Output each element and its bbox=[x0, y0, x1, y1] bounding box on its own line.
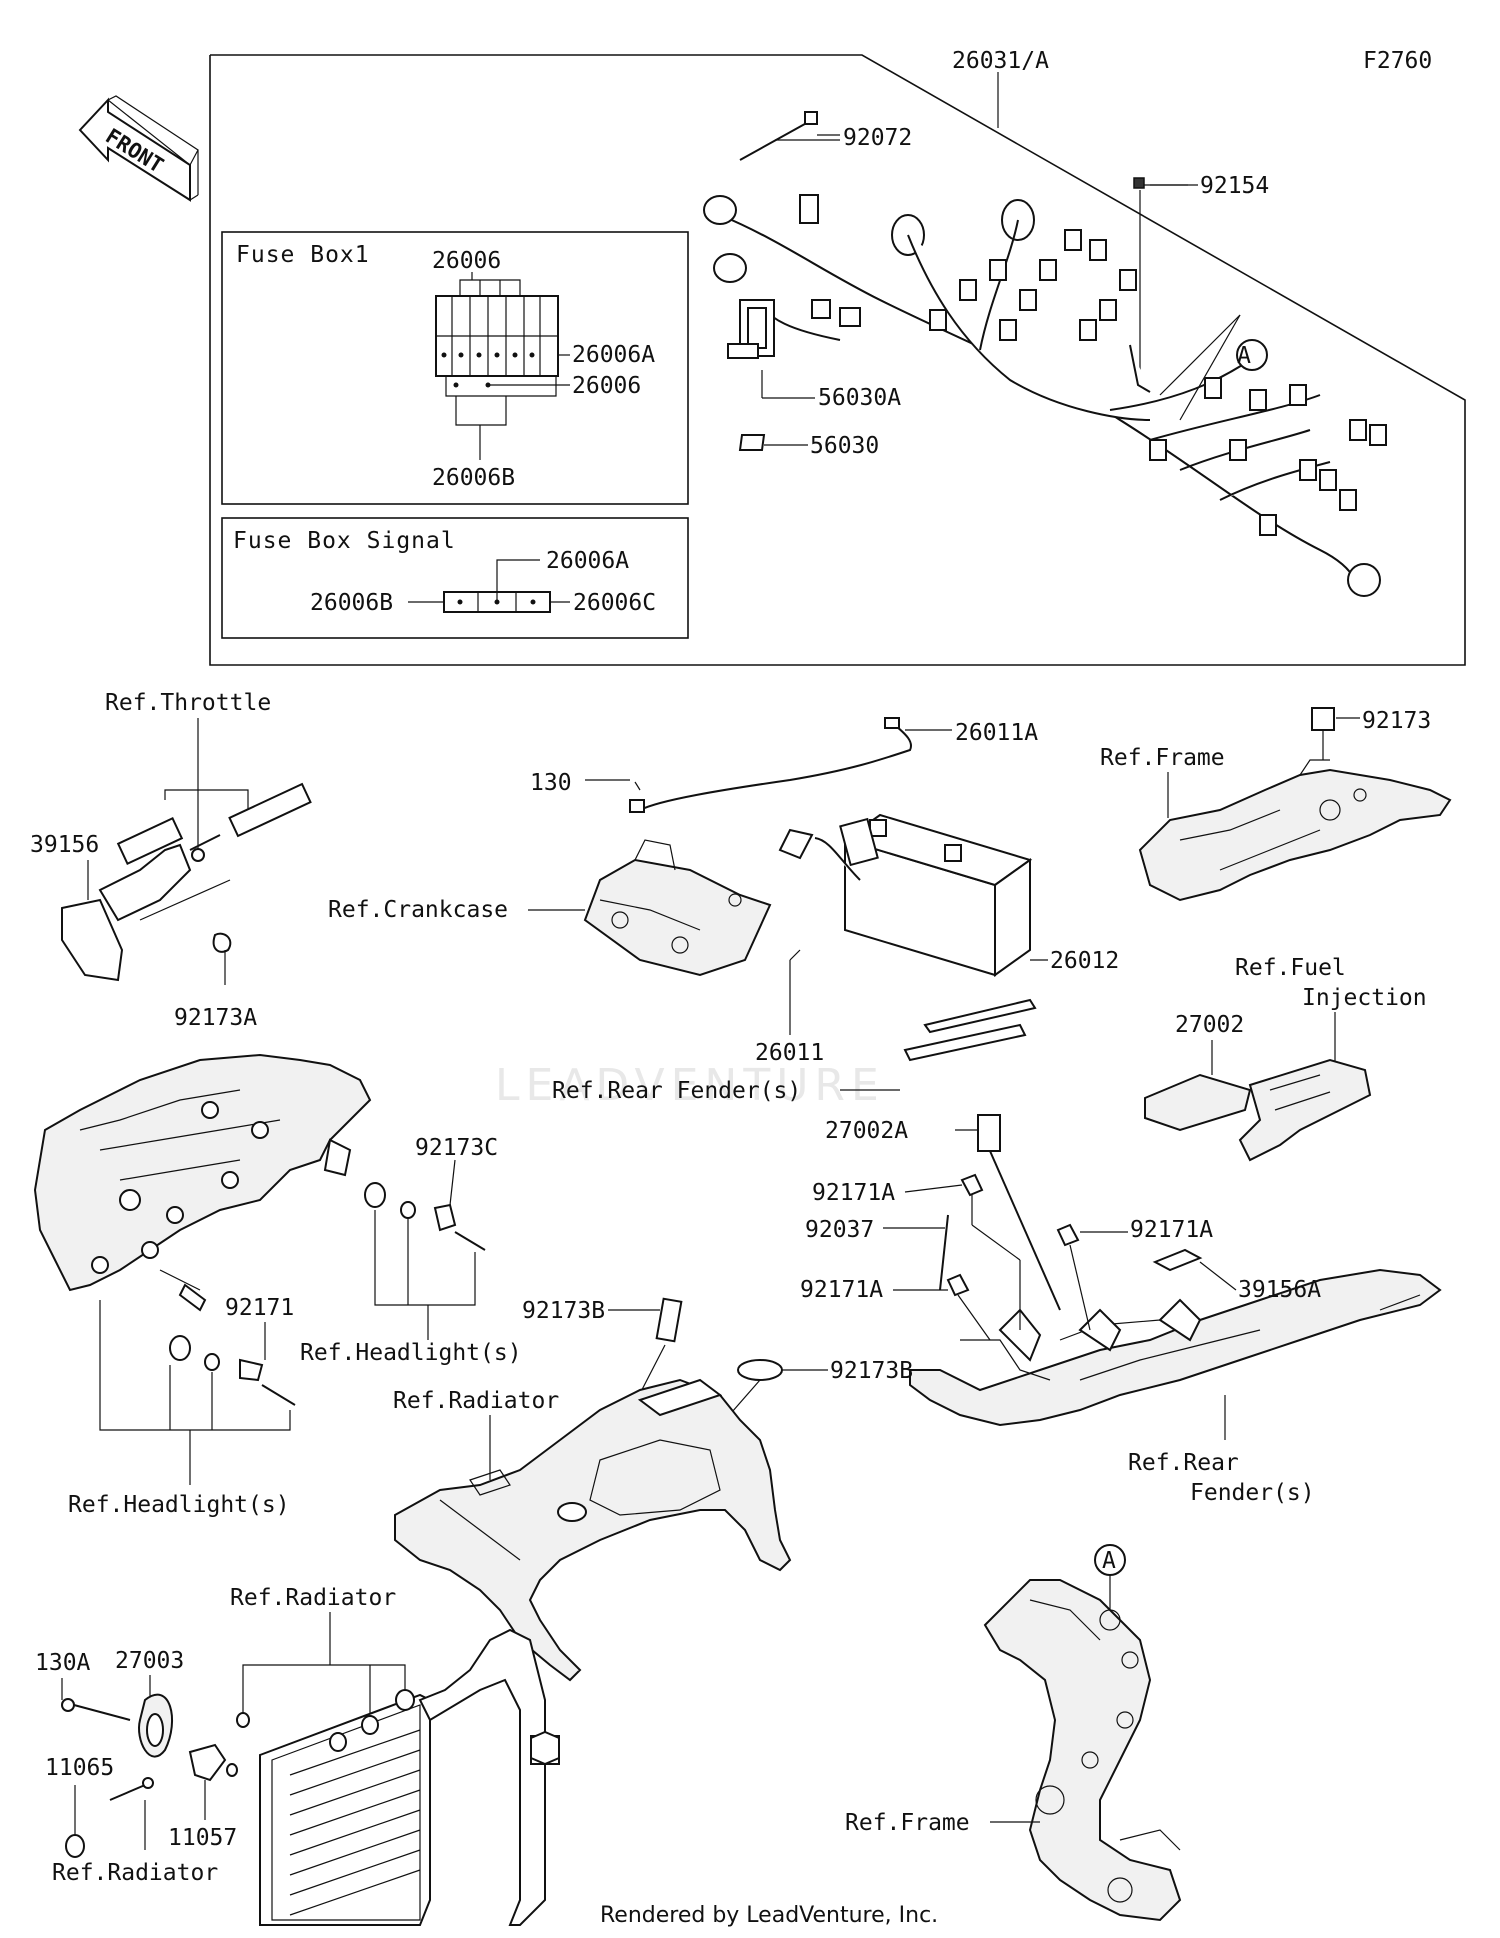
label-92072: 92072 bbox=[843, 125, 912, 151]
label-11065: 11065 bbox=[45, 1755, 114, 1781]
horn-ref-radiator-lower: Ref.Radiator bbox=[52, 1860, 218, 1886]
fuse-box-signal-icon bbox=[408, 559, 570, 613]
label-39156A: 39156A bbox=[1238, 1277, 1321, 1303]
label-92171: 92171 bbox=[225, 1295, 294, 1321]
label-11057: 11057 bbox=[168, 1825, 237, 1851]
label-26011A: 26011A bbox=[955, 720, 1038, 746]
fuse-box1-title: Fuse Box1 bbox=[236, 242, 370, 268]
frame-ref-upper: Ref.Frame bbox=[1100, 745, 1225, 771]
fuel-injection-ref-line1: Ref.Fuel bbox=[1235, 955, 1346, 981]
throttle-assembly bbox=[61, 782, 312, 982]
label-27002: 27002 bbox=[1175, 1012, 1244, 1038]
crankcase-ref: Ref.Crankcase bbox=[328, 897, 508, 923]
rear-fender-assembly bbox=[909, 1114, 1442, 1427]
frame-callout-a: A bbox=[1102, 1548, 1116, 1574]
label-26031-A: 26031/A bbox=[952, 48, 1049, 74]
main-wiring-harness bbox=[703, 111, 1387, 597]
label-92173: 92173 bbox=[1362, 708, 1431, 734]
throttle-ref: Ref.Throttle bbox=[105, 690, 271, 716]
harness-callout-a: A bbox=[1237, 343, 1251, 369]
headlight-mount-hardware-lower bbox=[99, 1300, 296, 1485]
fuse-box1-label-26006A: 26006A bbox=[572, 342, 655, 368]
label-130A: 130A bbox=[35, 1650, 91, 1676]
fuse-box-signal-label-26006C: 26006C bbox=[573, 590, 656, 616]
fuse-box-signal-panel bbox=[221, 517, 689, 639]
label-39156: 39156 bbox=[30, 832, 99, 858]
footer-credit: Rendered by LeadVenture, Inc. bbox=[600, 1903, 938, 1928]
label-92037: 92037 bbox=[805, 1217, 874, 1243]
fuse-box1-label-26006-mid: 26006 bbox=[572, 373, 641, 399]
fuel-injection-ref-line2: Injection bbox=[1302, 985, 1427, 1011]
fuse-box1-panel bbox=[221, 231, 689, 505]
rear-fender-ref-upper: Ref.Rear Fender(s) bbox=[552, 1078, 801, 1104]
horn-assembly bbox=[61, 1693, 238, 1858]
harness-group-border bbox=[209, 54, 1466, 666]
label-56030: 56030 bbox=[810, 433, 879, 459]
fuse-box1-icon bbox=[435, 272, 570, 460]
clamp-92173B-icon bbox=[737, 1359, 783, 1381]
label-27002A: 27002A bbox=[825, 1118, 908, 1144]
label-92173B-2: 92173B bbox=[830, 1358, 913, 1384]
crankcase-assembly bbox=[583, 839, 772, 977]
radiator-cover-assembly bbox=[394, 1378, 792, 1682]
headlight-mount-hardware-upper bbox=[364, 1182, 486, 1340]
label-56030A: 56030A bbox=[818, 385, 901, 411]
watermark-text: LEADVENTURE bbox=[495, 1060, 885, 1111]
label-26011: 26011 bbox=[755, 1040, 824, 1066]
label-92173A: 92173A bbox=[174, 1005, 257, 1031]
rear-fender-ref-line1: Ref.Rear bbox=[1128, 1450, 1239, 1476]
radiator-cover-ref: Ref.Radiator bbox=[393, 1388, 559, 1414]
label-92173B-1: 92173B bbox=[522, 1298, 605, 1324]
rear-fender-ref-line2: Fender(s) bbox=[1190, 1480, 1315, 1506]
fuse-box-signal-label-26006A: 26006A bbox=[546, 548, 629, 574]
label-92154: 92154 bbox=[1200, 173, 1269, 199]
label-26012: 26012 bbox=[1050, 948, 1119, 974]
radiator-assembly bbox=[236, 1628, 560, 1926]
label-92171A-3: 92171A bbox=[800, 1277, 883, 1303]
fuse-box-signal-title: Fuse Box Signal bbox=[233, 528, 456, 554]
headlight-ref-lower: Ref.Headlight(s) bbox=[68, 1492, 290, 1518]
figure-code: F2760 bbox=[1363, 48, 1432, 74]
front-arrow-icon: FRONT bbox=[78, 95, 199, 202]
horn-ref-radiator-upper: Ref.Radiator bbox=[230, 1585, 396, 1611]
label-92171A-2: 92171A bbox=[1130, 1217, 1213, 1243]
frame-ref-lower: Ref.Frame bbox=[845, 1810, 970, 1836]
frame-upper-assembly bbox=[1138, 707, 1452, 902]
fuse-box1-label-26006-top: 26006 bbox=[432, 248, 501, 274]
label-130: 130 bbox=[530, 770, 572, 796]
label-92173C: 92173C bbox=[415, 1135, 498, 1161]
fuse-box-signal-label-26006B: 26006B bbox=[310, 590, 393, 616]
battery-cable-assembly bbox=[629, 717, 1037, 1062]
fuel-injection-ecu-assembly bbox=[1144, 1058, 1372, 1162]
label-92171A-1: 92171A bbox=[812, 1180, 895, 1206]
frame-lower-assembly bbox=[983, 1579, 1182, 1922]
fuse-box1-label-26006B: 26006B bbox=[432, 465, 515, 491]
label-27003: 27003 bbox=[115, 1648, 184, 1674]
clip-92173B-icon bbox=[655, 1297, 683, 1343]
headlight-bracket-assembly bbox=[33, 1053, 372, 1312]
headlight-ref-upper: Ref.Headlight(s) bbox=[300, 1340, 522, 1366]
